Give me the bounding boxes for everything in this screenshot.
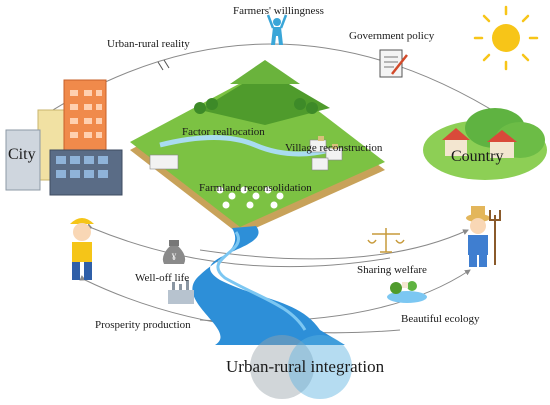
money-bag-mark: ¥ (172, 252, 177, 262)
arc-break-mark (157, 59, 170, 71)
label-city: City (8, 146, 36, 163)
sun-icon (473, 5, 539, 71)
right-arc-upper (199, 229, 469, 260)
integration-venn (250, 335, 352, 399)
money-bag-icon: ¥ (162, 240, 186, 264)
country-houses (423, 108, 547, 180)
label-country: Country (451, 148, 504, 165)
city-buildings (5, 79, 123, 196)
label-government-policy: Government policy (349, 30, 435, 42)
left-arc-upper (86, 223, 391, 268)
label-prosperity-production: Prosperity production (95, 319, 191, 331)
river (192, 226, 345, 345)
label-urban-rural-reality: Urban-rural reality (107, 38, 190, 50)
farmer-icon (466, 206, 490, 267)
central-island (130, 60, 385, 235)
ecology-icon (387, 281, 427, 303)
label-farmers-willingness: Farmers' willingness (233, 5, 324, 17)
label-farmland-reconsolidation: Farmland reconsolidation (199, 182, 312, 194)
label-well-off-life: Well-off life (135, 272, 190, 284)
scale-icon (367, 228, 405, 253)
label-sharing-welfare: Sharing welfare (357, 264, 427, 276)
document-pen-icon (379, 49, 408, 78)
factory-icon (168, 280, 194, 304)
label-village-reconstruction: Village reconstruction (285, 142, 383, 154)
figure-icon (266, 14, 288, 45)
worker-icon (70, 218, 94, 280)
label-urban-rural-integration: Urban-rural integration (226, 357, 385, 376)
label-factor-reallocation: Factor reallocation (182, 126, 265, 138)
label-beautiful-ecology: Beautiful ecology (401, 313, 480, 325)
pitchfork-icon (489, 210, 501, 265)
